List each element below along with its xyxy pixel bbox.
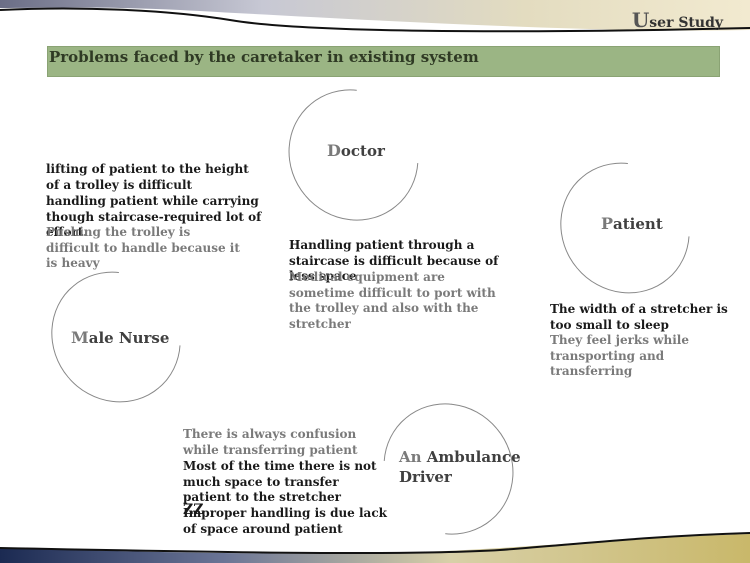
bottom-band-curve — [0, 532, 750, 555]
banner-text: Problems faced by the caretaker in exist… — [49, 48, 479, 66]
driver-text-3: Improper handling is due lack of space a… — [183, 506, 387, 536]
driver-text-1: There is always confusion while transfer… — [183, 427, 358, 457]
section-banner — [47, 46, 720, 77]
slide-title: User Study — [631, 8, 723, 32]
patient-label: Patient — [601, 214, 663, 233]
male-nurse-label: Male Nurse — [71, 328, 170, 347]
nurse-text-2: handling patient while carrying though s… — [46, 194, 262, 239]
bottom-band — [0, 534, 750, 563]
doctor-text-1: Handling patient through a staircase is … — [289, 238, 499, 283]
top-band-curve — [0, 7, 750, 33]
top-band — [0, 0, 750, 31]
patient-text-2: They feel jerks while transporting and t… — [550, 333, 689, 378]
driver-text-2: Most of the time there is not much space… — [183, 459, 377, 504]
overlap-mark: ZZ — [183, 502, 204, 518]
patient-text-1: The width of a stretcher is too small to… — [550, 302, 728, 332]
doctor-label: Doctor — [327, 141, 385, 160]
doctor-text-2: Medical equipment are sometime difficult… — [289, 270, 496, 331]
nurse-text-3: Pushing the trolley is difficult to hand… — [46, 225, 240, 270]
nurse-text-1: lifting of patient to the height of a tr… — [46, 162, 249, 192]
